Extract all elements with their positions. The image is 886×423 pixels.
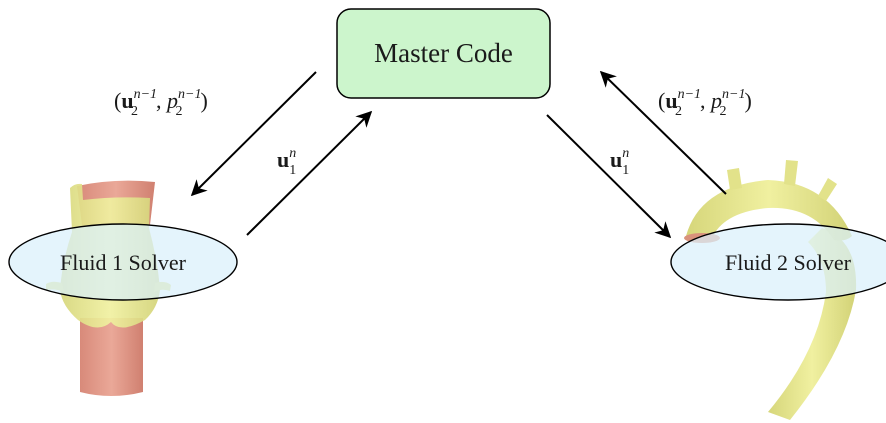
arrow-fluid2-to-master: [599, 70, 727, 195]
label-left-up: un 1: [277, 146, 296, 178]
label-right-up-comma: ,: [700, 88, 711, 113]
label-left-up-sup: n: [289, 146, 296, 161]
label-left-down-u: u: [121, 88, 133, 113]
label-right-up-p-sup: n−1: [722, 87, 745, 102]
arrow-master-to-fluid1: [190, 71, 317, 197]
label-left-down-close-paren: ): [200, 88, 207, 113]
fluid1-solver-ellipse[interactable]: [8, 223, 238, 301]
label-right-down-sub: 1: [622, 163, 629, 178]
label-left-down-p: p: [165, 88, 178, 113]
arrow-master-to-fluid2: [546, 114, 672, 239]
label-right-up-p-sub: 2: [719, 104, 726, 119]
arrow-fluid1-to-master: [246, 110, 373, 236]
label-right-down-u: u: [610, 147, 622, 172]
label-right-up-u-sub: 2: [675, 104, 682, 119]
label-left-down-p-sup: n−1: [178, 87, 201, 102]
label-left-down-u-sup: n−1: [134, 87, 157, 102]
fluid2-branch-2: [784, 160, 798, 186]
label-right-down-sup: n: [622, 146, 629, 161]
label-right-up-p: p: [709, 88, 722, 113]
fluid2-solver-label: Fluid 2 Solver: [725, 250, 852, 275]
fluid1-solver-label: Fluid 1 Solver: [60, 250, 187, 275]
master-code-box[interactable]: [336, 8, 551, 99]
label-right-up-close-paren: ): [744, 88, 751, 113]
label-right-up-open-paren: (: [658, 88, 665, 113]
label-left-up-sub: 1: [289, 163, 296, 178]
label-left-down-p-sub: 2: [175, 104, 182, 119]
label-left-down-comma: ,: [156, 88, 167, 113]
fluid2-arch: [686, 180, 852, 242]
label-right-up-u-sup: n−1: [678, 87, 701, 102]
fluid2-solver-ellipse[interactable]: [670, 223, 886, 301]
label-right-up-u: u: [665, 88, 677, 113]
label-left-up-u: u: [277, 147, 289, 172]
fluid2-branch-1: [727, 168, 742, 190]
label-right-down: un 1: [610, 146, 629, 178]
master-code-label: Master Code: [374, 38, 513, 68]
fluid2-branch-3: [818, 178, 837, 201]
label-left-down-open-paren: (: [114, 88, 121, 113]
label-left-down-u-sub: 2: [131, 104, 138, 119]
fluid1-lower-tube: [80, 318, 143, 396]
